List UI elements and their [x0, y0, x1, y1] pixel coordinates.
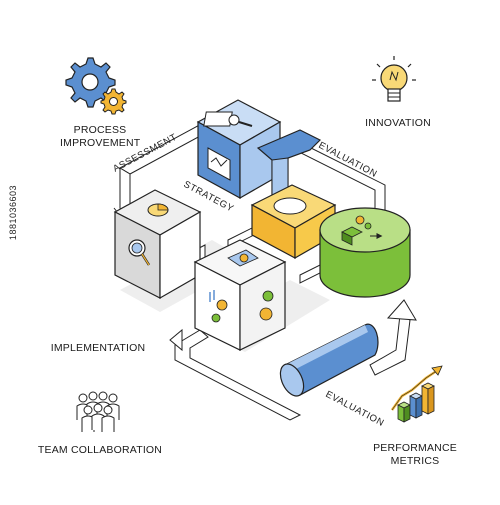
assessment-arrow [113, 121, 217, 223]
gears-icon [65, 57, 127, 115]
process-improvement-line-1: PROCESS [73, 124, 127, 136]
blue-cube [196, 99, 282, 200]
watermark-id: 1881036603 [8, 185, 18, 241]
evaluation-bottom-label: EVALUATION [324, 389, 386, 429]
bar-chart-icon [390, 365, 443, 423]
loop-arrow [169, 299, 417, 421]
performance-metrics-line-2: METRICS [390, 455, 440, 467]
innovation-label: INNOVATION [365, 117, 431, 129]
process-improvement-line-2: IMPROVEMENT [60, 137, 141, 149]
performance-metrics-line-1: PERFORMANCE [373, 442, 457, 454]
grey-cube [113, 189, 202, 300]
blue-tube [279, 323, 379, 397]
light-bulb-icon [372, 56, 416, 102]
team-people-icon [76, 391, 120, 432]
team-collaboration-label: TEAM COLLABORATION [37, 444, 163, 456]
process-improvement-label: PROCESS IMPROVEMENT [60, 124, 140, 150]
implementation-label: IMPLEMENTATION [50, 342, 146, 354]
green-cylinder [319, 207, 411, 298]
white-cube [193, 239, 287, 351]
performance-metrics-label: PERFORMANCE METRICS [365, 442, 465, 468]
